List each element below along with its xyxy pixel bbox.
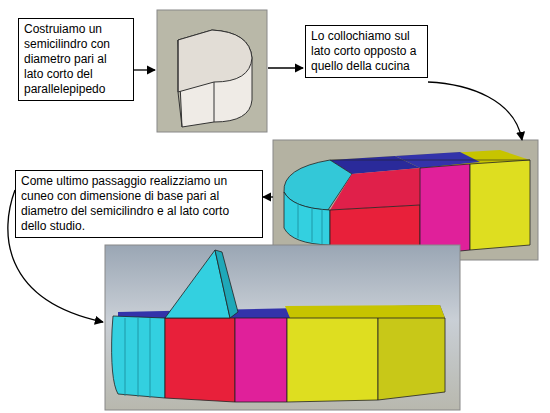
step-text: Lo collochiamo sul lato corto opposto a … bbox=[311, 29, 422, 74]
assembly-picture bbox=[273, 140, 538, 260]
step-text: Costruiamo un semicilindro con diametro … bbox=[24, 22, 128, 97]
text-box: Come ultimo passaggio realizziamo un cun… bbox=[15, 170, 263, 238]
text-box: Lo collochiamo sul lato corto opposto a … bbox=[305, 25, 428, 78]
step-text: Come ultimo passaggio realizziamo un cun… bbox=[21, 174, 257, 234]
flow-arrow bbox=[8, 68, 522, 322]
half-cylinder-picture bbox=[157, 10, 267, 132]
text-box: Costruiamo un semicilindro con diametro … bbox=[18, 18, 134, 101]
final-assembly-picture bbox=[105, 245, 460, 410]
